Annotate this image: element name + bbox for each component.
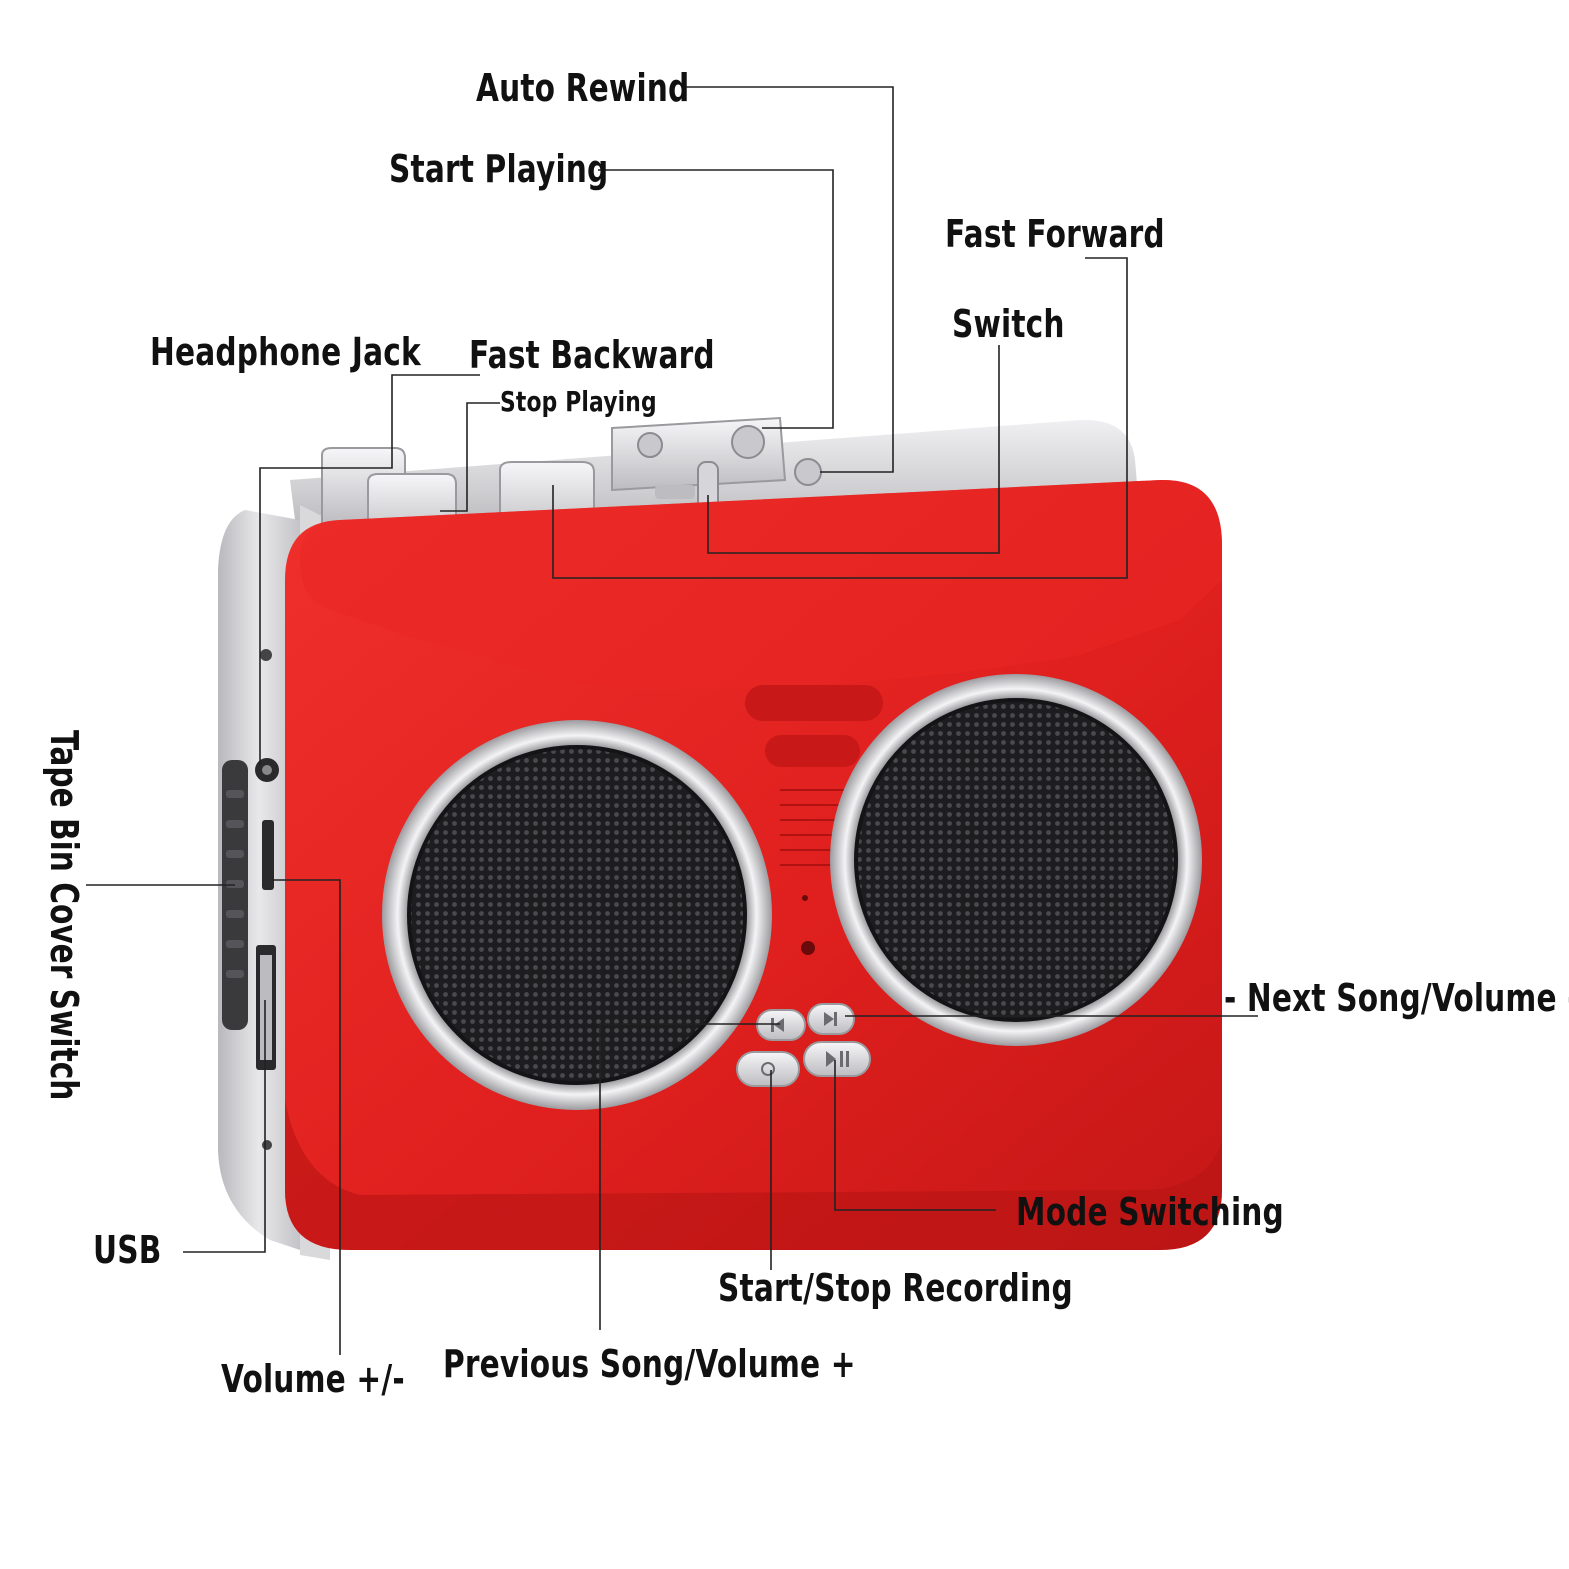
- mode-switching-leader: [834, 1060, 996, 1211]
- usb-leader: [183, 1000, 266, 1253]
- label-usb: USB: [93, 1228, 162, 1272]
- switch-leader: [707, 345, 1000, 554]
- label-stop-playing: Stop Playing: [500, 385, 657, 418]
- fast-forward-leader: [552, 257, 1128, 579]
- left-speaker: [382, 720, 772, 1110]
- leader-lines: [86, 86, 1258, 1355]
- side-controls: [222, 649, 279, 1150]
- label-previous-song-volume: Previous Song/Volume +: [443, 1342, 856, 1386]
- label-volume: Volume +/-: [221, 1357, 405, 1401]
- label-fast-backward: Fast Backward: [469, 333, 715, 377]
- label-auto-rewind: Auto Rewind: [476, 66, 690, 110]
- previous-song-leader: [599, 1023, 780, 1330]
- label-start-stop-recording: Start/Stop Recording: [718, 1266, 1073, 1310]
- front-buttons: [736, 1003, 871, 1087]
- label-headphone-jack: Headphone Jack: [150, 330, 421, 374]
- label-next-song-volume: - Next Song/Volume -: [1224, 976, 1569, 1020]
- headphone-jack-leader: [259, 374, 480, 765]
- start-playing-leader: [598, 169, 834, 429]
- right-speaker: [830, 674, 1202, 1046]
- stop-playing-leader: [440, 402, 500, 512]
- volume-leader: [272, 879, 341, 1355]
- center-vent: [745, 685, 883, 955]
- label-tape-bin-cover-switch: Tape Bin Cover Switch: [42, 730, 86, 1101]
- label-switch: Switch: [952, 302, 1065, 346]
- label-mode-switching: Mode Switching: [1016, 1190, 1284, 1234]
- label-start-playing: Start Playing: [389, 147, 609, 191]
- auto-rewind-leader: [683, 86, 894, 473]
- label-fast-forward: Fast Forward: [945, 212, 1165, 256]
